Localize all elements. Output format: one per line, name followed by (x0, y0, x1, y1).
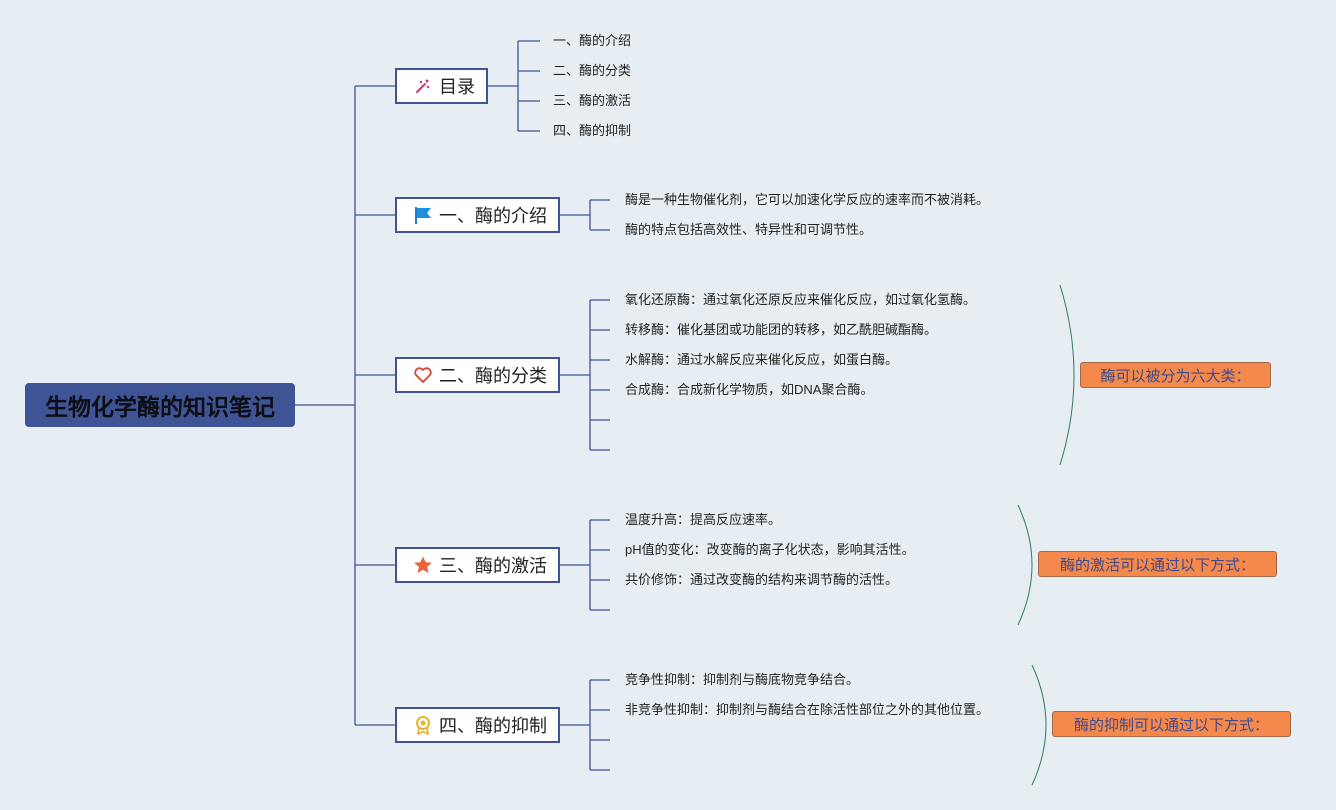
summary-activation-label: 酶的激活可以通过以下方式： (1059, 556, 1255, 574)
toc-item[interactable]: 二、酶的分类 (553, 63, 632, 78)
branch-intro[interactable]: 一、酶的介绍 (395, 197, 560, 233)
intro-item[interactable]: 酶的特点包括高效性、特异性和可调节性。 (625, 222, 873, 237)
blue-flag-icon (413, 205, 433, 225)
activation-item[interactable]: pH值的变化：改变酶的离子化状态，影响其活性。 (625, 542, 915, 557)
summary-brace-classification (1059, 284, 1075, 466)
classification-item[interactable]: 氧化还原酶：通过氧化还原反应来催化反应，如过氧化氢酶。 (625, 292, 977, 307)
summary-inhibition[interactable]: 酶的抑制可以通过以下方式： (1052, 711, 1291, 737)
summary-brace-activation (1017, 504, 1033, 626)
summary-activation[interactable]: 酶的激活可以通过以下方式： (1038, 551, 1277, 577)
summary-inhibition-label: 酶的抑制可以通过以下方式： (1073, 716, 1269, 734)
summary-classification[interactable]: 酶可以被分为六大类： (1080, 362, 1271, 388)
branch-activation[interactable]: 三、酶的激活 (395, 547, 560, 583)
classification-item[interactable]: 合成酶：合成新化学物质，如DNA聚合酶。 (625, 382, 874, 397)
classification-item[interactable]: 水解酶：通过水解反应来催化反应，如蛋白酶。 (625, 352, 899, 367)
toc-item[interactable]: 一、酶的介绍 (553, 33, 632, 48)
branch-toc-label: 目录 (439, 77, 475, 97)
activation-item[interactable]: 共价修饰：通过改变酶的结构来调节酶的活性。 (625, 572, 899, 587)
summary-classification-label: 酶可以被分为六大类： (1100, 367, 1251, 385)
intro-item[interactable]: 酶是一种生物催化剂，它可以加速化学反应的速率而不被消耗。 (625, 192, 990, 207)
inhibition-item[interactable]: 非竞争性抑制：抑制剂与酶结合在除活性部位之外的其他位置。 (625, 702, 990, 717)
toc-item[interactable]: 四、酶的抑制 (553, 123, 632, 138)
award-medal-icon (413, 715, 433, 735)
classification-item[interactable]: 转移酶：催化基团或功能团的转移，如乙酰胆碱酯酶。 (625, 322, 938, 337)
activation-item[interactable]: 温度升高：提高反应速率。 (625, 512, 782, 527)
toc-item[interactable]: 三、酶的激活 (553, 93, 632, 108)
branch-toc[interactable]: 目录 (395, 68, 488, 104)
branch-classification-label: 二、酶的分类 (439, 366, 547, 386)
branch-activation-label: 三、酶的激活 (439, 556, 547, 576)
branch-classification[interactable]: 二、酶的分类 (395, 357, 560, 393)
branch-inhibition[interactable]: 四、酶的抑制 (395, 707, 560, 743)
root-topic[interactable]: 生物化学酶的知识笔记 (25, 383, 295, 427)
orange-star-icon (413, 555, 433, 575)
heart-outline-icon (413, 365, 433, 385)
sparkle-wand-icon (413, 76, 433, 96)
inhibition-item[interactable]: 竞争性抑制：抑制剂与酶底物竞争结合。 (625, 672, 860, 687)
summary-brace-inhibition (1031, 664, 1047, 786)
root-title: 生物化学酶的知识笔记 (45, 394, 275, 420)
branch-inhibition-label: 四、酶的抑制 (439, 716, 547, 736)
branch-intro-label: 一、酶的介绍 (439, 206, 547, 226)
